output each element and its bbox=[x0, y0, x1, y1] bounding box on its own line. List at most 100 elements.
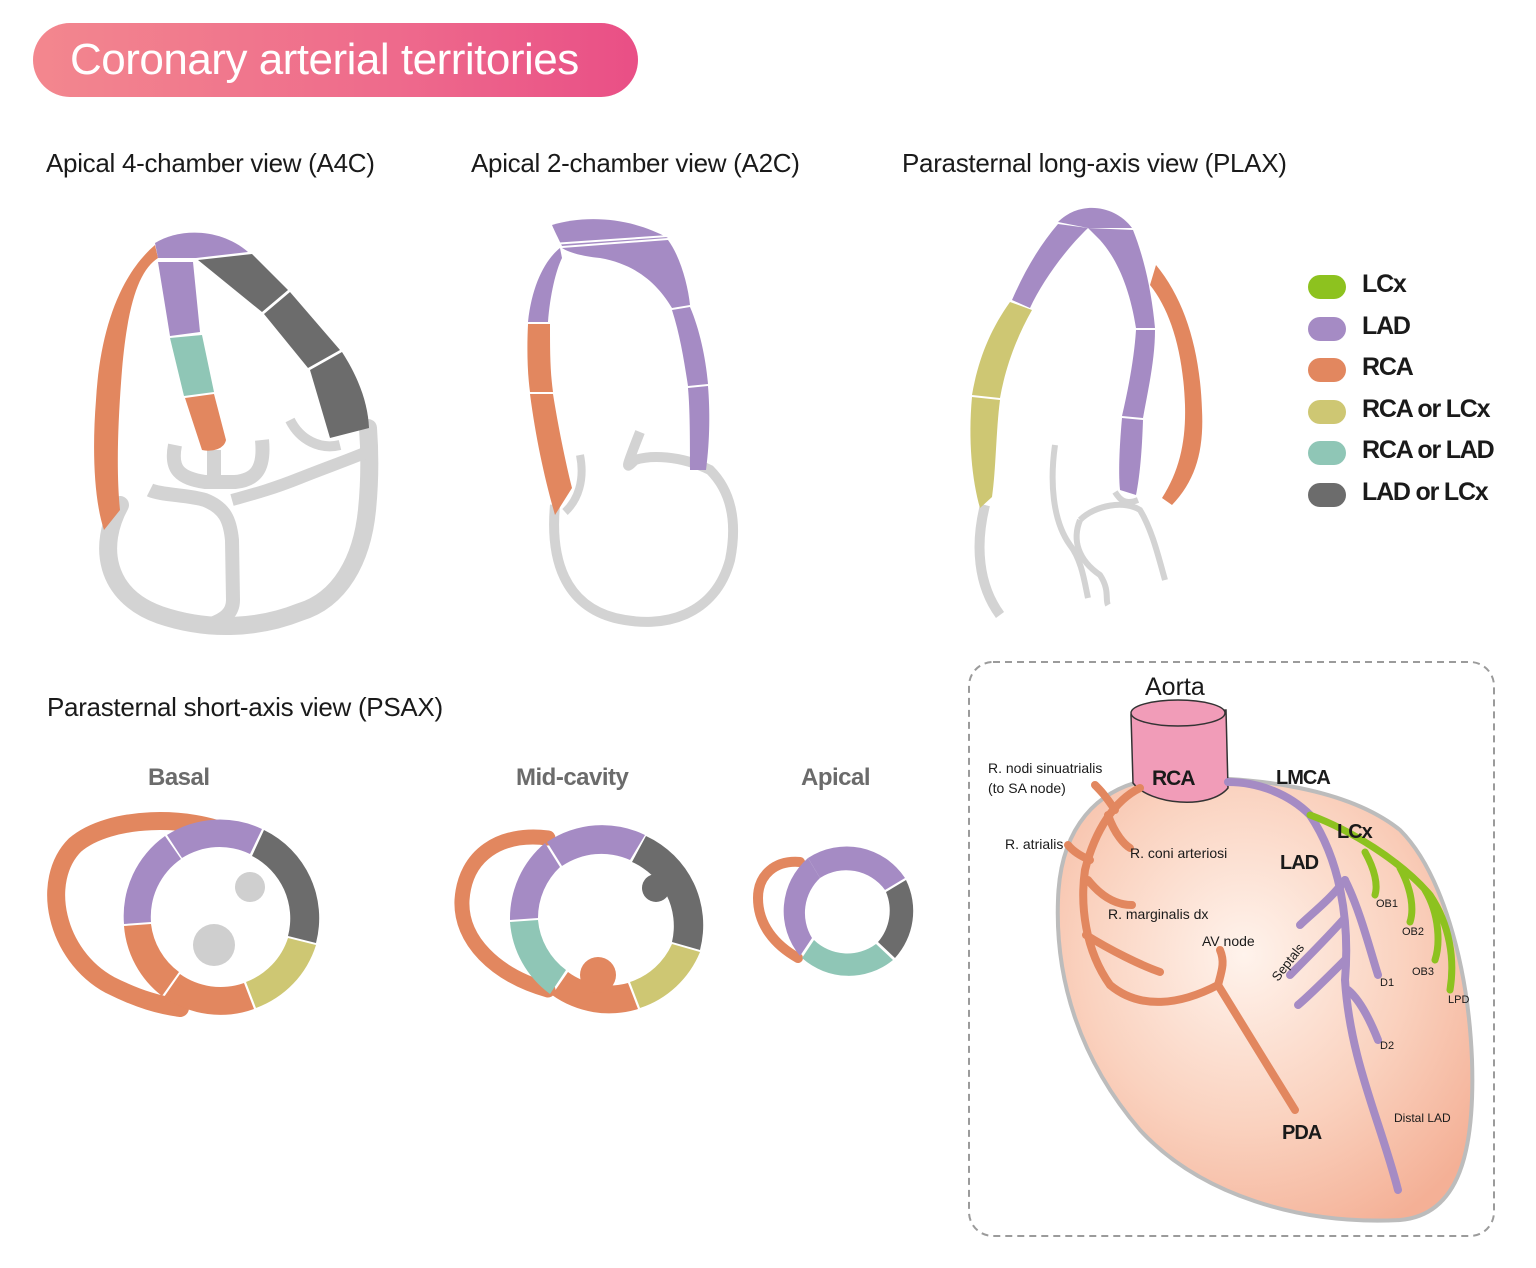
psax-mid-inferolateral bbox=[630, 944, 700, 1008]
a2c-title: Apical 2-chamber view (A2C) bbox=[471, 148, 800, 178]
legend-label: RCA or LAD bbox=[1362, 436, 1495, 464]
acute-marginal-branch bbox=[1082, 931, 1164, 976]
legend-swatch bbox=[1308, 275, 1346, 299]
legend-swatch bbox=[1308, 316, 1346, 341]
ob1-branch bbox=[1361, 848, 1380, 899]
plax-rv-free-wall bbox=[1150, 265, 1203, 505]
legend: LCx LAD RCA RCA or LCx RCA or LAD LAD or… bbox=[1308, 270, 1528, 519]
psax-apical-anterior bbox=[808, 846, 905, 890]
septal-1 bbox=[1296, 876, 1349, 929]
lad-main bbox=[1306, 811, 1402, 1194]
a4c-grey-wall bbox=[99, 419, 379, 636]
pda-branch bbox=[1214, 981, 1299, 1114]
d1-branch bbox=[1341, 876, 1382, 979]
plax-aortic-root bbox=[1077, 501, 1168, 581]
a4c-valve-right bbox=[230, 446, 370, 506]
plax-inferolateral-mid bbox=[972, 302, 1032, 398]
septal-3 bbox=[1294, 956, 1349, 1009]
legend-item-rca: RCA bbox=[1308, 353, 1528, 395]
a2c-grey-wall bbox=[549, 430, 739, 627]
legend-swatch bbox=[1308, 482, 1346, 507]
legend-label: LAD bbox=[1362, 311, 1411, 340]
a2c-leaflet bbox=[562, 454, 586, 515]
rca-tree bbox=[1064, 781, 1299, 1114]
legend-swatch bbox=[1308, 441, 1346, 465]
av-node-branch bbox=[1214, 946, 1227, 989]
a2c-apex bbox=[552, 219, 668, 246]
lad-tree bbox=[1224, 778, 1402, 1194]
ob2-branch bbox=[1396, 864, 1416, 926]
psax-basal-inferoseptal bbox=[124, 924, 179, 996]
a2c-divider bbox=[551, 235, 669, 245]
psax-mid-diagram bbox=[454, 825, 704, 1014]
coni-label: R. coni arteriosi bbox=[1130, 845, 1227, 861]
psax-apical-ring bbox=[783, 846, 914, 976]
legend-label: LCx bbox=[1362, 270, 1407, 298]
psax-basal-anteroseptal bbox=[123, 836, 181, 924]
aorta-top bbox=[1130, 699, 1226, 727]
psax-basal-anterolateral bbox=[252, 830, 320, 943]
psax-mid-label: Mid-cavity bbox=[516, 764, 629, 791]
a4c-lateral-mid bbox=[264, 292, 340, 368]
a4c-title: Apical 4-chamber view (A4C) bbox=[46, 148, 375, 178]
a2c-inferior-basal bbox=[530, 394, 572, 515]
plax-diagram bbox=[970, 207, 1203, 618]
plax-apex bbox=[1058, 207, 1132, 228]
a4c-atrial-septum bbox=[146, 483, 241, 633]
ob3-label: OB3 bbox=[1412, 966, 1434, 978]
psax-apical-inferior bbox=[802, 940, 893, 976]
distal-lad-label: Distal LAD bbox=[1394, 1111, 1451, 1125]
septal-2 bbox=[1286, 916, 1347, 979]
a4c-apex bbox=[155, 232, 248, 258]
a4c-septum-mid bbox=[170, 335, 214, 396]
psax-mid-ring bbox=[509, 825, 704, 1014]
ob3-branch bbox=[1421, 886, 1442, 964]
legend-swatch bbox=[1308, 399, 1346, 424]
a2c-diagram bbox=[527, 219, 739, 627]
coronary-anatomy-panel: Aorta RCA LMCA LCx LAD R. nodi sinuatria… bbox=[968, 661, 1495, 1237]
coni-branch bbox=[1104, 811, 1134, 852]
a2c-anterior-apical bbox=[562, 240, 690, 308]
psax-mid-anterior bbox=[547, 825, 645, 866]
plax-inferolateral-apical bbox=[1012, 224, 1088, 308]
lad-label: LAD bbox=[1280, 852, 1319, 874]
a4c-lateral-apical bbox=[198, 254, 288, 312]
legend-label: RCA or LCx bbox=[1362, 394, 1491, 423]
pda-label: PDA bbox=[1282, 1122, 1322, 1144]
heart-body bbox=[1055, 775, 1475, 1223]
psax-basal-diagram bbox=[47, 812, 320, 1017]
rca-label: RCA bbox=[1152, 767, 1195, 790]
d2-branch bbox=[1344, 986, 1382, 1044]
sa-node-label-2: (to SA node) bbox=[988, 780, 1066, 796]
plax-septum-mid bbox=[1122, 330, 1155, 418]
a2c-anterior-mid bbox=[672, 307, 708, 386]
lmca-label: LMCA bbox=[1276, 767, 1330, 789]
psax-basal-label: Basal bbox=[148, 764, 210, 791]
legend-label: LAD or LCx bbox=[1362, 477, 1489, 506]
atrialis-branch bbox=[1064, 841, 1094, 864]
legend-item-lcx: LCx bbox=[1308, 270, 1528, 312]
a4c-leaflet bbox=[285, 417, 342, 452]
a2c-inferior-apical bbox=[528, 248, 562, 322]
a4c-lateral-basal bbox=[310, 352, 369, 438]
psax-apical-diagram bbox=[752, 846, 914, 976]
page-title: Coronary arterial territories bbox=[70, 35, 579, 84]
psax-basal-ring bbox=[123, 819, 320, 1015]
av-node-label: AV node bbox=[1202, 933, 1255, 949]
a4c-septum-apical bbox=[158, 262, 200, 336]
lmca bbox=[1224, 778, 1314, 819]
legend-item-rca-or-lcx: RCA or LCx bbox=[1308, 395, 1528, 437]
psax-basal-papillary-2 bbox=[193, 924, 235, 966]
lcx-tree bbox=[1306, 811, 1456, 994]
psax-basal-anterior bbox=[167, 819, 262, 858]
marginalis-branch bbox=[1084, 876, 1136, 909]
plax-septum-basal bbox=[1119, 418, 1143, 495]
plax-title: Parasternal long-axis view (PLAX) bbox=[902, 148, 1287, 178]
legend-item-rca-or-lad: RCA or LAD bbox=[1308, 436, 1528, 478]
sa-node-branch bbox=[1091, 781, 1119, 814]
plax-aortic-cusp bbox=[1073, 518, 1111, 607]
a4c-valve bbox=[166, 439, 270, 489]
a2c-anterior-basal bbox=[688, 386, 710, 470]
psax-basal-papillary-1 bbox=[235, 872, 265, 902]
